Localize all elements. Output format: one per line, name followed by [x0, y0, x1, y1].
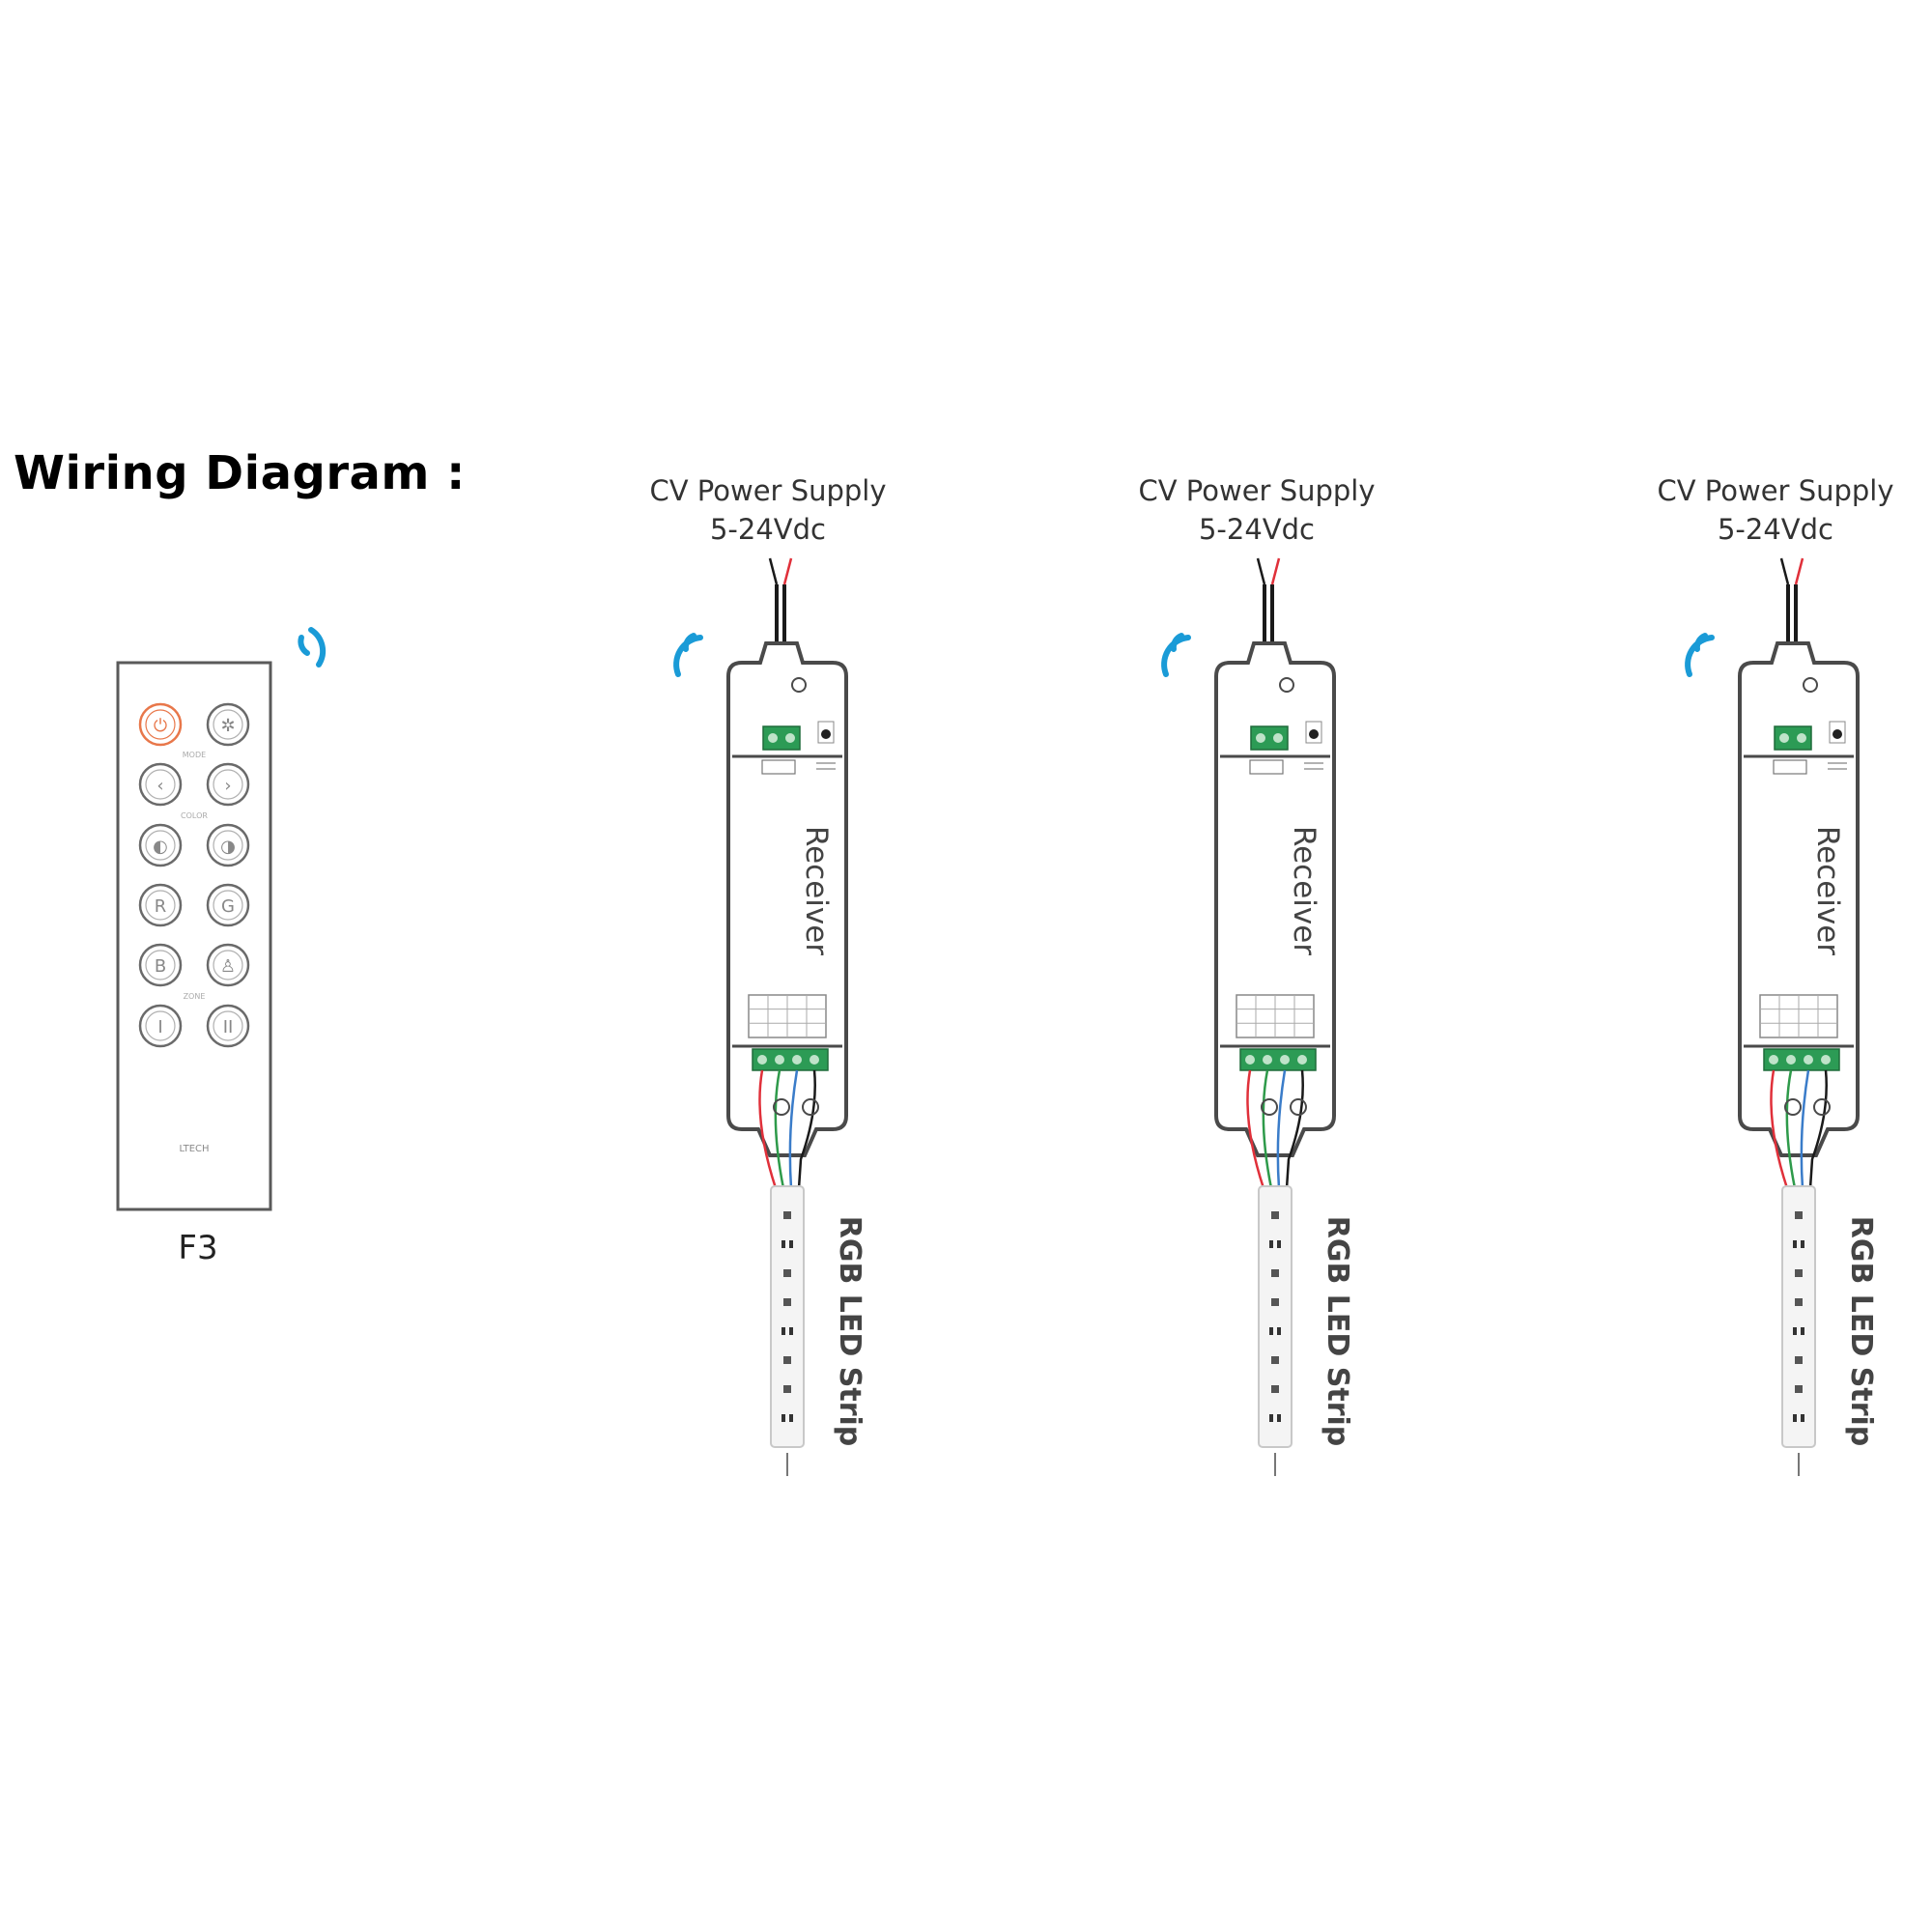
receiver-label: Receiver: [1287, 826, 1321, 955]
power-supply-voltage: 5-24Vdc: [1198, 513, 1315, 546]
rgb-led-strip: [770, 1185, 805, 1476]
remote-button-scene[interactable]: ✲: [206, 702, 250, 747]
remote-button-glyph: G: [221, 896, 235, 917]
remote-button-prev[interactable]: ‹: [138, 762, 183, 807]
receiver-signal-icon: [673, 633, 703, 677]
led-strip-label: RGB LED Strip: [1321, 1216, 1354, 1447]
remote-button-glyph: ›: [224, 776, 231, 796]
remote-button-g[interactable]: G: [206, 883, 250, 927]
remote-button-glyph: B: [155, 956, 166, 977]
remote-button-next[interactable]: ›: [206, 762, 250, 807]
remote-brand-logo: LTECH: [179, 1144, 209, 1154]
remote-button-power[interactable]: ⏻: [138, 702, 183, 747]
remote-button-glyph: R: [155, 896, 167, 917]
power-terminal-block: [761, 725, 801, 775]
remote-button-ii[interactable]: II: [206, 1004, 250, 1048]
remote-button-w[interactable]: ♙: [206, 943, 250, 987]
remote-button-glyph: ‹: [156, 776, 163, 796]
led-output-wires: [1770, 1069, 1831, 1189]
power-supply-name: CV Power Supply: [1657, 474, 1894, 507]
power-terminal-block: [1249, 725, 1289, 775]
led-strip-label: RGB LED Strip: [1844, 1216, 1878, 1447]
receiver-label: Receiver: [1810, 826, 1845, 955]
remote-button-glyph: ♙: [220, 956, 236, 977]
remote-button-brightness-up[interactable]: ◑: [206, 823, 250, 867]
receiver-signal-icon: [1685, 633, 1715, 677]
output-terminal-block: [1763, 1048, 1840, 1071]
match-button[interactable]: [1828, 721, 1847, 770]
led-output-wires: [1246, 1069, 1307, 1189]
rgb-led-strip: [1258, 1185, 1293, 1476]
remote-model-label: F3: [178, 1229, 218, 1267]
led-output-wires: [758, 1069, 819, 1189]
output-spec-grid: [1759, 994, 1838, 1038]
power-supply-name: CV Power Supply: [1138, 474, 1376, 507]
receiver-label: Receiver: [799, 826, 834, 955]
power-supply-label-1: CV Power Supply 5-24Vdc: [604, 471, 932, 549]
power-supply-name: CV Power Supply: [649, 474, 887, 507]
remote-button-brightness-down[interactable]: ◐: [138, 823, 183, 867]
power-supply-voltage: 5-24Vdc: [1717, 513, 1833, 546]
remote-button-b[interactable]: B: [138, 943, 183, 987]
power-supply-voltage: 5-24Vdc: [709, 513, 826, 546]
output-terminal-block: [1239, 1048, 1317, 1071]
rgb-led-strip: [1781, 1185, 1816, 1476]
remote-signal-icon: [298, 627, 327, 668]
remote-button-glyph: I: [157, 1017, 162, 1037]
led-strip-label: RGB LED Strip: [833, 1216, 867, 1447]
power-supply-label-3: CV Power Supply 5-24Vdc: [1611, 471, 1932, 549]
remote-button-glyph: ⏻: [154, 716, 167, 736]
remote-button-glyph: ◐: [153, 837, 168, 857]
remote-row-caption: MODE: [183, 751, 206, 759]
match-button[interactable]: [816, 721, 836, 770]
remote-button-i[interactable]: I: [138, 1004, 183, 1048]
remote-button-glyph: II: [223, 1017, 234, 1037]
diagram-title: Wiring Diagram :: [14, 446, 466, 500]
remote-row-caption: ZONE: [184, 992, 206, 1001]
power-supply-label-2: CV Power Supply 5-24Vdc: [1093, 471, 1421, 549]
receiver-signal-icon: [1161, 633, 1191, 677]
output-spec-grid: [1236, 994, 1315, 1038]
output-terminal-block: [752, 1048, 829, 1071]
power-terminal-block: [1773, 725, 1812, 775]
output-spec-grid: [748, 994, 827, 1038]
remote-button-glyph: ◑: [220, 837, 236, 857]
match-button[interactable]: [1304, 721, 1323, 770]
remote-row-caption: COLOR: [181, 811, 208, 820]
remote-button-r[interactable]: R: [138, 883, 183, 927]
remote-button-glyph: ✲: [220, 716, 235, 736]
